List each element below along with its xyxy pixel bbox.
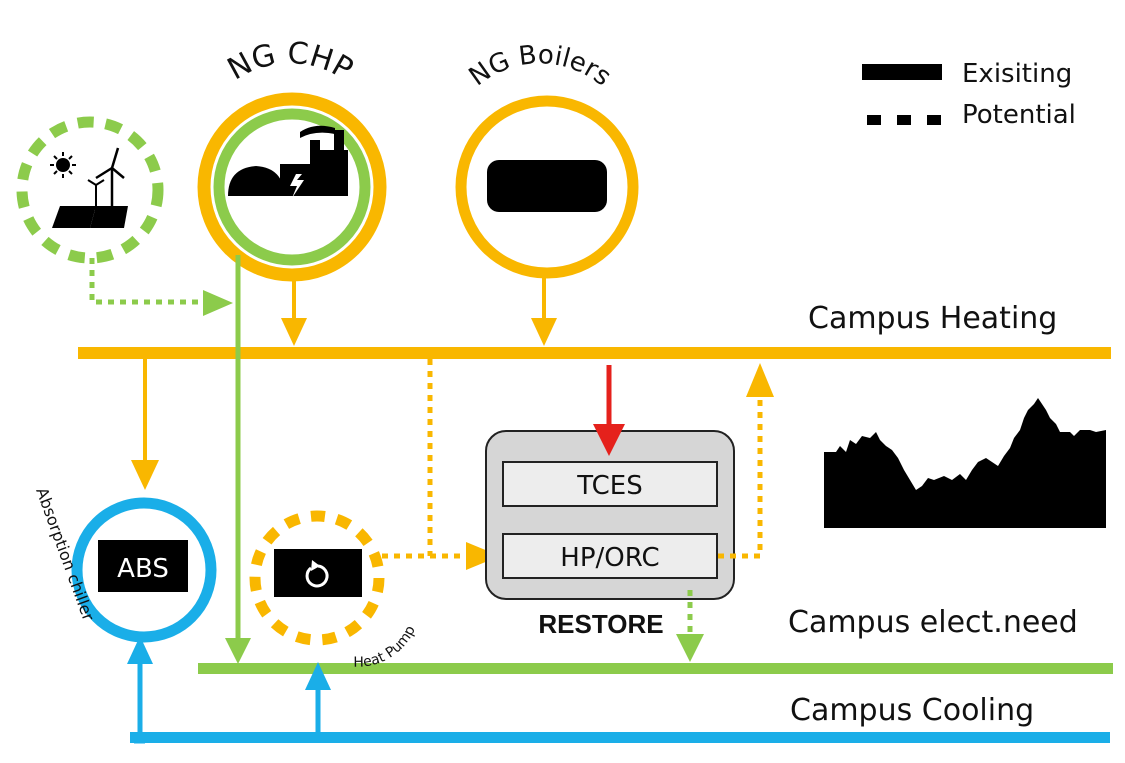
campus-skyline-icon (824, 398, 1106, 528)
heat-pump-node: Heat Pump (249, 510, 419, 671)
renewables-node (16, 116, 164, 264)
abs-label: ABS (117, 554, 169, 584)
restore-block: TCES HP/ORC RESTORE (485, 430, 735, 639)
red-input-arrowhead (593, 424, 625, 456)
power-plant-icon (228, 125, 348, 198)
solar-panel-icon (52, 206, 128, 228)
chp-to-elect-arrowhead (225, 638, 251, 664)
legend: Exisiting Potential (862, 59, 1076, 130)
legend-existing-label: Exisiting (962, 59, 1072, 89)
cooling-to-abs-arrowhead (127, 636, 153, 664)
legend-potential-dash-3 (927, 115, 941, 125)
wind-turbine-icon (87, 147, 125, 215)
renewables-ring (16, 116, 164, 264)
chp-to-heating-arrowhead (281, 318, 307, 346)
boilers-to-heating-arrowhead (531, 318, 557, 346)
hporc-label: HP/ORC (560, 543, 659, 573)
hporc-to-heating-arrow (718, 395, 763, 559)
renewables-to-elect-arrow (89, 258, 205, 305)
boiler-icon (487, 160, 607, 212)
restore-label: RESTORE (538, 609, 663, 639)
ng-boilers-label: NG Boilers (464, 40, 617, 92)
legend-existing-swatch (862, 64, 942, 80)
legend-potential-dash-1 (867, 115, 881, 125)
hporc-to-elect-arrowhead (676, 634, 704, 662)
legend-potential-dash-2 (897, 115, 911, 125)
cycle-icon-arrowhead (311, 560, 320, 571)
campus-elect-label: Campus elect.need (788, 605, 1078, 640)
hporc-to-heating-arrowhead (746, 363, 774, 397)
campus-elect-line (198, 663, 1113, 674)
ng-boilers-node: NG Boilers (455, 40, 639, 279)
cooling-to-heat-pump-arrowhead (305, 662, 331, 690)
legend-potential-label: Potential (962, 100, 1076, 130)
tces-box (502, 461, 718, 507)
ng-chp-label: NG CHP (222, 36, 359, 88)
heat-pump-to-hporc-arrowhead (466, 542, 500, 570)
campus-heating-label: Campus Heating (808, 301, 1057, 336)
abs-box (98, 540, 188, 592)
tces-label: TCES (576, 471, 642, 501)
heating-to-abs-arrowhead (131, 460, 159, 490)
campus-cooling-label: Campus Cooling (790, 693, 1034, 728)
renewables-to-elect-arrowhead (203, 290, 233, 316)
solar-sun-icon (50, 152, 76, 178)
campus-cooling-line (130, 732, 1110, 743)
absorption-chiller-node: ABS Absorption chiller (32, 485, 217, 643)
campus-heating-line (78, 347, 1111, 359)
ng-chp-inner-ring (213, 108, 371, 266)
heat-pump-box (274, 549, 362, 597)
ng-chp-node: NG CHP (197, 36, 387, 282)
cycle-icon (305, 564, 329, 588)
hporc-box (502, 533, 718, 579)
